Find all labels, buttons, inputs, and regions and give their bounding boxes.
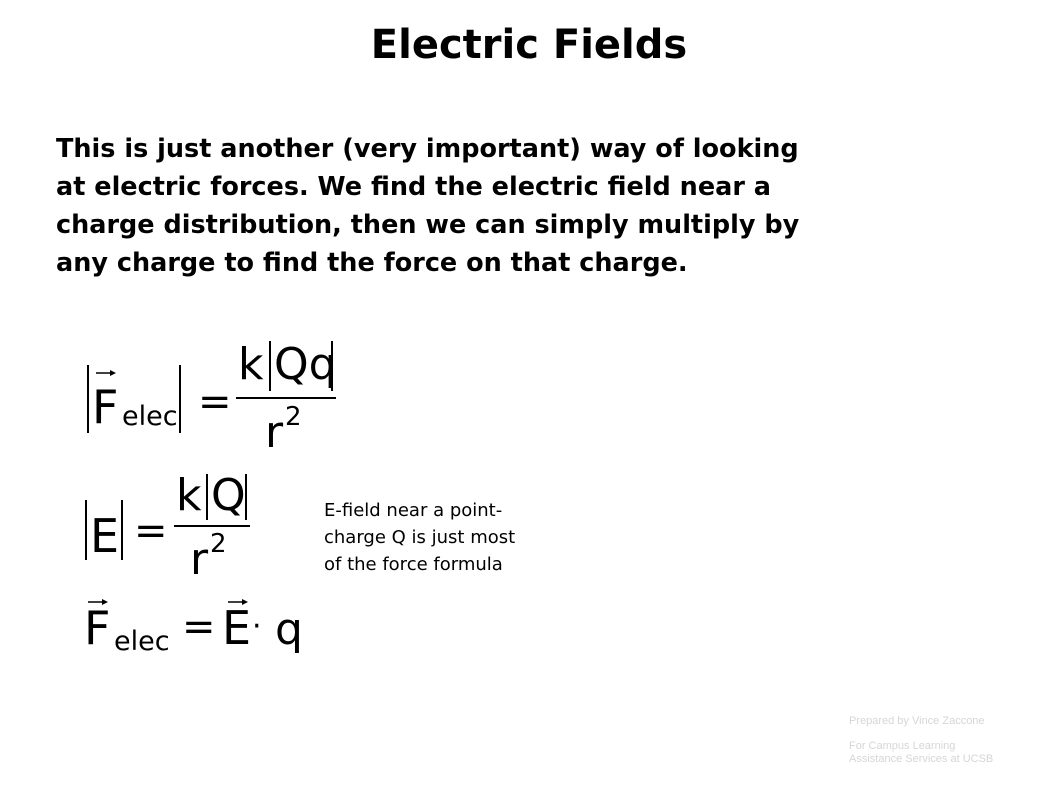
vector-arrowhead-icon [110,370,116,376]
coulomb-constant: k [238,339,264,390]
credit-block: Prepared by Vince Zaccone [849,715,985,728]
distance-exponent: 2 [210,529,227,559]
intro-paragraph: This is just another (very important) wa… [56,130,1046,282]
intro-line: at electric forces. We find the electric… [56,172,771,202]
slide-title: Electric Fields [370,22,688,68]
force-symbol: F [84,601,110,655]
distance-symbol: r [190,534,209,583]
equals-sign: = [182,604,216,650]
note-line: of the force formula [324,554,503,575]
vector-arrowhead-icon [242,599,248,605]
intro-line: any charge to find the force on that cha… [56,248,688,278]
test-charge: q [275,604,303,655]
field-magnitude-equation: E = k Q r 2 [85,470,250,583]
credit-line: For Campus Learning [849,740,956,752]
field-note: E-field near a point- charge Q is just m… [324,497,515,578]
equals-sign: = [198,379,232,425]
field-symbol: E [90,509,119,563]
note-line: E-field near a point- [324,500,503,521]
vector-arrowhead-icon [102,599,108,605]
intro-line: This is just another (very important) wa… [56,134,799,164]
distance-symbol: r [265,407,284,455]
force-symbol: F [92,380,118,434]
distance-exponent: 2 [285,402,302,432]
note-line: charge Q is just most [324,527,516,548]
force-field-relation-equation: F elec = E · q [84,599,303,657]
dot-operator: · [252,609,262,644]
source-charge: Q [211,470,246,521]
intro-line: charge distribution, then we can simply … [56,210,800,240]
force-subscript: elec [122,401,178,432]
field-symbol: E [222,601,251,655]
charge-product: Qq [274,339,337,390]
credit-block-organization: For Campus Learning Assistance Services … [849,740,993,766]
coulomb-constant: k [176,470,202,521]
force-subscript: elec [114,626,170,657]
credit-line: Assistance Services at UCSB [849,753,994,765]
credit-author: Prepared by Vince Zaccone [849,715,985,727]
force-magnitude-equation: F elec = k Qq r 2 [87,339,337,455]
equals-sign: = [134,508,168,554]
